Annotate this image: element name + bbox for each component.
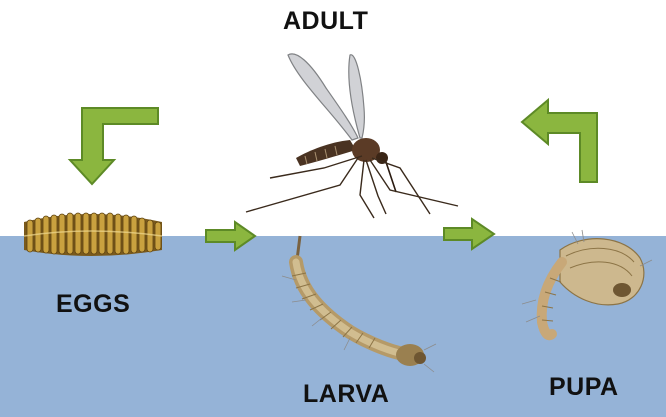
arrow-larva-to-pupa-icon <box>443 217 496 251</box>
stage-label-pupa: PUPA <box>549 373 619 401</box>
pupa-icon <box>521 229 653 341</box>
stage-label-eggs: EGGS <box>56 290 131 318</box>
stage-label-larva: LARVA <box>303 380 390 408</box>
arrow-eggs-to-larva-icon <box>205 220 257 252</box>
stage-label-adult: ADULT <box>283 7 369 35</box>
egg-raft-icon <box>23 212 163 256</box>
mosquito-icon <box>245 53 459 219</box>
arrow-adult-to-eggs-icon <box>67 107 159 186</box>
larva-icon <box>281 235 437 373</box>
arrow-pupa-to-adult-icon <box>520 97 598 183</box>
